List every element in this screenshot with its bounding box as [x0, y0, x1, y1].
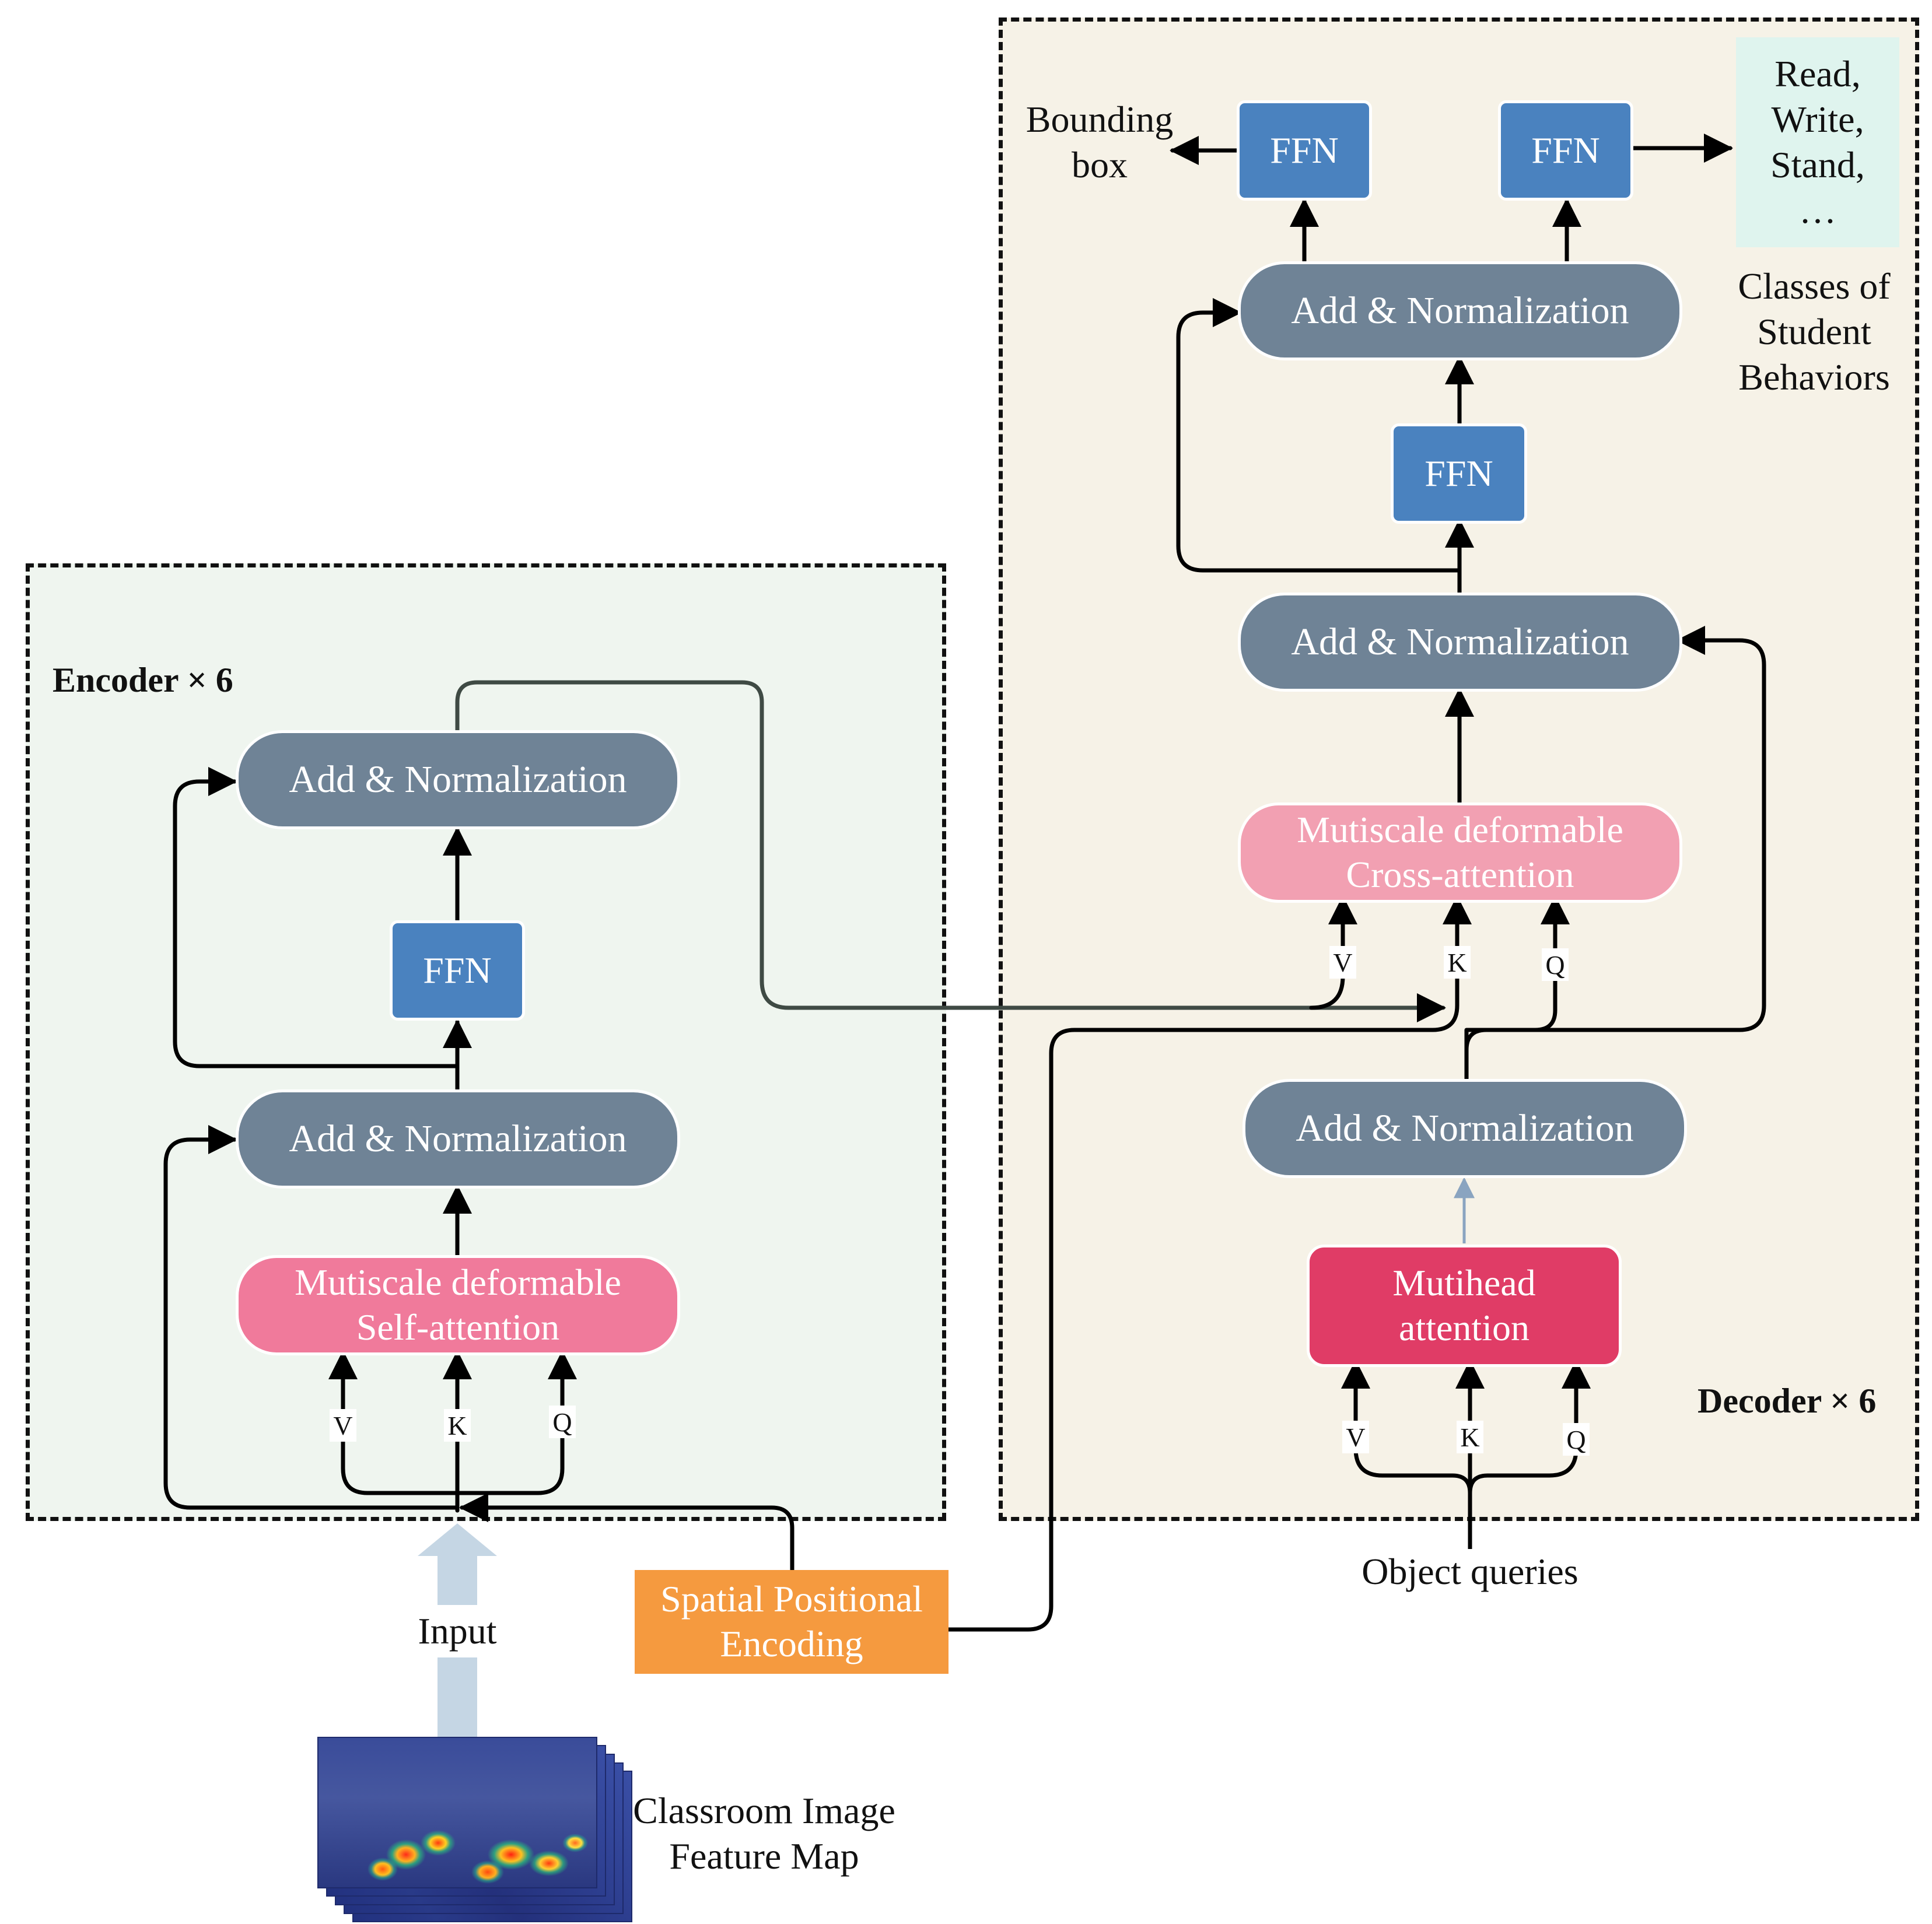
enc-residual-2 [173, 767, 460, 1068]
encoder-v-label: V [330, 1409, 356, 1442]
classes-caption: Classes of Student Behaviors [1738, 265, 1891, 398]
enc-v-arrow [328, 1350, 460, 1495]
oq-v-arrow [1341, 1359, 1472, 1495]
decoder-v-label: V [1329, 946, 1356, 979]
decoder-multihead-attention: Mutihead attention [1307, 1245, 1622, 1367]
decoder-title: Decoder × 6 [1698, 1382, 1877, 1420]
enc-q-arrow [455, 1350, 577, 1495]
encoder-title: Encoder × 6 [52, 661, 233, 699]
feature-map-stack [317, 1737, 632, 1923]
object-queries-label: Object queries [1318, 1549, 1622, 1595]
bounding-box-label: Bounding box [1026, 99, 1174, 186]
enc-memory-to-decoder [455, 680, 1446, 1022]
decoder-cross-attention: Mutiscale deformable Cross-attention [1238, 802, 1682, 903]
mha-q-label: Q [1563, 1423, 1590, 1456]
decoder-ffn-right: FFN [1498, 100, 1633, 201]
oq-q-arrow [1468, 1359, 1591, 1495]
encoder-add-norm-top: Add & Normalization [236, 730, 680, 829]
spe-to-input [459, 1493, 794, 1572]
mha-v-label: V [1342, 1421, 1369, 1453]
spe-to-decoder-k [945, 895, 1472, 1632]
encoder-ffn: FFN [390, 920, 525, 1021]
decoder-ffn-left: FFN [1237, 100, 1372, 201]
feature-map-caption: Classroom Image Feature Map [633, 1790, 895, 1877]
decoder-k-label: K [1444, 946, 1471, 979]
mha-k-label: K [1457, 1421, 1483, 1453]
encoder-region [26, 563, 946, 1521]
dec-residual-cross [1464, 626, 1766, 1052]
enc-residual-1 [163, 1125, 460, 1510]
decoder-q-label: Q [1542, 948, 1569, 981]
encoder-add-norm-bottom: Add & Normalization [236, 1089, 680, 1189]
spatial-positional-encoding: Spatial Positional Encoding [635, 1570, 949, 1674]
input-label: Input [373, 1605, 541, 1658]
decoder-add-norm-low: Add & Normalization [1242, 1079, 1687, 1178]
encoder-q-label: Q [549, 1406, 576, 1438]
decoder-add-norm-mid: Add & Normalization [1238, 593, 1682, 692]
dec-residual-ffn [1176, 298, 1462, 573]
decoder-add-norm-top: Add & Normalization [1238, 261, 1682, 360]
encoder-self-attention: Mutiscale deformable Self-attention [236, 1255, 680, 1355]
classroom-heatmap [317, 1737, 597, 1888]
decoder-ffn-mid: FFN [1391, 423, 1527, 524]
encoder-k-label: K [444, 1409, 471, 1442]
classes-list: Read, Write, Stand, … [1736, 37, 1899, 247]
